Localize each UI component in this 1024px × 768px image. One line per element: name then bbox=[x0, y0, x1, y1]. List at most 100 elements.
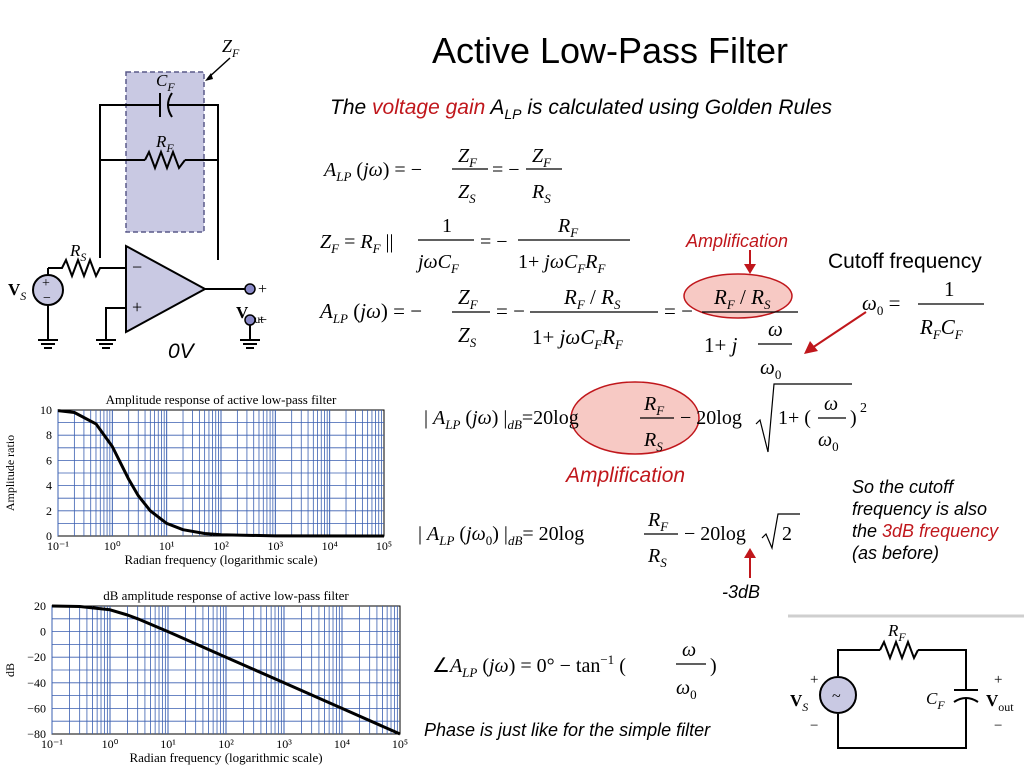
svg-text:RF / RS: RF / RS bbox=[563, 285, 621, 312]
svg-text:): ) bbox=[710, 655, 717, 677]
rc-source-symbol: ~ bbox=[832, 688, 841, 705]
svg-text:ALP (jω) = −: ALP (jω) = − bbox=[322, 159, 422, 184]
y-axis-label: Amplitude ratio bbox=[3, 435, 17, 511]
formula-alp-db: | ALP (jω) |dB=20log RF RS − 20log 1+ ( … bbox=[424, 381, 867, 455]
x-tick-label: 10⁴ bbox=[334, 737, 350, 751]
rc-vs-label: VS bbox=[790, 691, 808, 714]
vout-terminal bbox=[244, 283, 256, 295]
svg-text:ZF: ZF bbox=[458, 145, 478, 170]
y-tick-label: 0 bbox=[46, 529, 52, 543]
x-tick-label: 10⁵ bbox=[392, 737, 408, 751]
y-tick-label: 4 bbox=[46, 479, 52, 493]
rc-circuit: RF CF ~ + − VS + Vout − bbox=[788, 614, 1024, 749]
y-axis-label: dB bbox=[3, 663, 17, 677]
vout-minus-terminal bbox=[244, 314, 256, 326]
svg-text:− 20log: − 20log bbox=[680, 407, 742, 429]
svg-text:= −: = − bbox=[492, 159, 520, 181]
db-chart: dB amplitude response of active low-pass… bbox=[3, 588, 408, 765]
subtitle-prefix: The bbox=[330, 96, 373, 119]
svg-text:∠ALP (jω) = 0° − tan−1 (: ∠ALP (jω) = 0° − tan−1 ( bbox=[432, 652, 626, 680]
subtitle-highlight: voltage gain bbox=[372, 96, 486, 119]
subtitle-suffix: is calculated using Golden Rules bbox=[521, 96, 833, 119]
svg-text:= −: = − bbox=[664, 299, 693, 323]
svg-text:ALP (jω) = −: ALP (jω) = − bbox=[318, 299, 422, 326]
svg-text:ZF: ZF bbox=[458, 285, 479, 312]
svg-text:ZF: ZF bbox=[532, 145, 552, 170]
chart-title: Amplitude response of active low-pass fi… bbox=[106, 392, 337, 407]
svg-text:1+ jωCFRF: 1+ jωCFRF bbox=[532, 325, 624, 352]
rc-voltage-source bbox=[819, 676, 857, 714]
subtitle-gain-symbol: A bbox=[490, 96, 505, 119]
y-tick-label: −40 bbox=[27, 676, 46, 690]
rs-label: RS bbox=[69, 241, 86, 264]
svg-text:RF: RF bbox=[557, 215, 579, 240]
formula-cutoff: ω0 = 1 RFCF bbox=[862, 277, 984, 342]
zf-arrow bbox=[207, 57, 231, 79]
amplification-top-label: Amplification bbox=[686, 231, 789, 251]
svg-text:): ) bbox=[850, 407, 857, 429]
x-tick-label: 10² bbox=[218, 737, 234, 751]
svg-text:− 20log: − 20log bbox=[684, 523, 746, 545]
highlight-ellipse-db bbox=[570, 381, 700, 455]
svg-text:RF / RS: RF / RS bbox=[713, 285, 771, 312]
x-tick-label: 10⁴ bbox=[322, 539, 338, 553]
rc-resistor-rf bbox=[879, 639, 919, 661]
cutoff-note: So the cutoff frequency is also the 3dB … bbox=[852, 476, 1012, 564]
svg-text:ZS: ZS bbox=[458, 181, 476, 206]
formula-zf-parallel: ZF = RF || 1 jωCF = − RF 1+ jωCFRF bbox=[320, 215, 630, 276]
rc-rf-label: RF bbox=[887, 621, 906, 644]
x-axis-label: Radian frequency (logarithmic scale) bbox=[124, 552, 317, 567]
svg-text:1+ (: 1+ ( bbox=[778, 407, 811, 429]
y-tick-label: 8 bbox=[46, 428, 52, 442]
svg-text:= −: = − bbox=[480, 231, 508, 253]
svg-text:RS: RS bbox=[531, 181, 551, 206]
y-tick-label: 2 bbox=[46, 504, 52, 518]
opamp-minus: − bbox=[132, 257, 142, 277]
x-axis-label: Radian frequency (logarithmic scale) bbox=[129, 750, 322, 765]
rc-vs-minus: − bbox=[810, 718, 818, 734]
svg-text:ω0: ω0 bbox=[676, 677, 697, 702]
opamp-symbol bbox=[125, 244, 208, 334]
svg-text:ω: ω bbox=[768, 317, 783, 341]
source-plus: + bbox=[42, 276, 50, 291]
svg-text:ω: ω bbox=[824, 393, 838, 415]
y-tick-label: 6 bbox=[46, 453, 52, 467]
amplification-top-arrow bbox=[744, 250, 756, 274]
rf-label: RF bbox=[155, 132, 174, 155]
x-tick-label: 10⁵ bbox=[376, 539, 392, 553]
svg-text:| ALP (jω0) |dB= 20log: | ALP (jω0) |dB= 20log bbox=[418, 523, 584, 548]
svg-text:1+ jωCFRF: 1+ jωCFRF bbox=[518, 251, 606, 276]
zf-label: ZF bbox=[222, 36, 240, 60]
note-text-1: So the cutoff frequency is also the bbox=[852, 477, 988, 541]
vs-label: VS bbox=[8, 280, 26, 303]
svg-text:1: 1 bbox=[442, 215, 452, 237]
y-tick-label: −80 bbox=[27, 727, 46, 741]
x-tick-label: 10⁰ bbox=[104, 539, 121, 553]
opamp-circuit: ZF CF RF RS − + + Vout − + − VS bbox=[8, 36, 267, 349]
svg-text:ZS: ZS bbox=[458, 323, 477, 350]
y-tick-label: 10 bbox=[40, 403, 52, 417]
resistor-rf bbox=[144, 149, 186, 171]
svg-text:1+ j: 1+ j bbox=[704, 333, 738, 357]
vout-plus: + bbox=[258, 281, 267, 298]
vout-minus: − bbox=[258, 312, 267, 329]
x-tick-label: 10³ bbox=[276, 737, 292, 751]
svg-text:ω: ω bbox=[682, 639, 696, 661]
resistor-rs bbox=[48, 257, 126, 279]
formula-alp-full: ALP (jω) = − ZF ZS = − RF / RS 1+ jωCFRF… bbox=[318, 273, 798, 382]
y-tick-label: 0 bbox=[40, 625, 46, 639]
phase-note: Phase is just like for the simple filter bbox=[424, 720, 711, 740]
formula-alp-zf-zs: ALP (jω) = − ZF ZS = − ZF RS bbox=[322, 145, 562, 206]
svg-text:2: 2 bbox=[860, 401, 867, 416]
response-curve bbox=[51, 604, 401, 736]
amplification-mid-label: Amplification bbox=[566, 464, 686, 487]
note-highlight: 3dB frequency bbox=[882, 521, 999, 541]
x-tick-label: 10⁻¹ bbox=[47, 539, 69, 553]
formula-alp-w0: | ALP (jω0) |dB= 20log RF RS − 20log 2 bbox=[418, 509, 800, 570]
y-tick-label: −20 bbox=[27, 650, 46, 664]
svg-text:ZF = RF ||: ZF = RF || bbox=[320, 231, 394, 256]
svg-text:1: 1 bbox=[944, 277, 955, 301]
svg-text:RF: RF bbox=[647, 509, 669, 534]
cutoff-arrow bbox=[804, 311, 867, 354]
y-tick-label: 20 bbox=[34, 599, 46, 613]
